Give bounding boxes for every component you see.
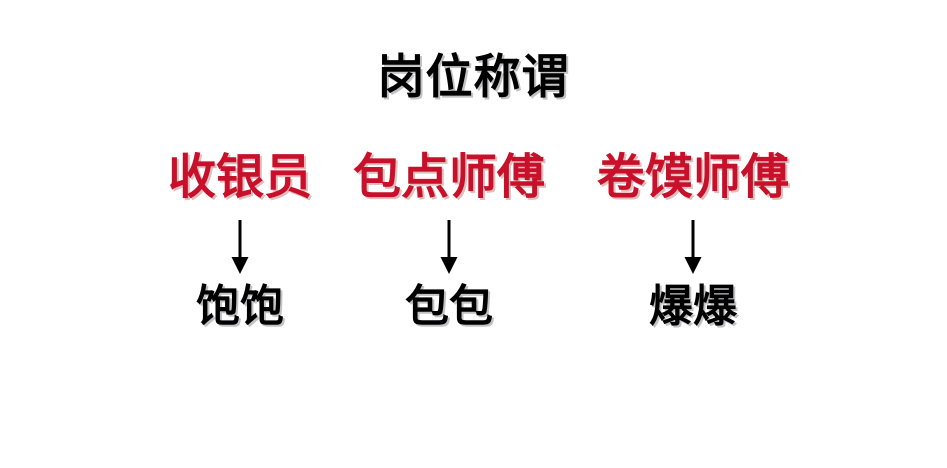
arrow-container-0 xyxy=(110,210,370,282)
role-label-2: 卷馍师傅 xyxy=(596,149,789,205)
down-arrow-icon xyxy=(231,220,249,274)
role-column-1: 包点师傅 包包 xyxy=(319,149,579,333)
nickname-label-1: 包包 xyxy=(405,281,493,332)
role-label-0: 收银员 xyxy=(167,149,312,205)
nickname-label-2: 爆爆 xyxy=(649,281,737,332)
page-title: 岗位称谓 xyxy=(377,50,570,105)
down-arrow-icon xyxy=(684,220,702,274)
arrow-container-1 xyxy=(319,210,579,282)
down-arrow-icon xyxy=(440,220,458,274)
role-column-2: 卷馍师傅 爆爆 xyxy=(563,149,823,333)
arrow-container-2 xyxy=(563,210,823,282)
role-column-0: 收银员 饱饱 xyxy=(110,149,370,333)
nickname-label-0: 饱饱 xyxy=(196,281,284,332)
role-columns: 收银员 饱饱 包点师傅 包包 卷馍师傅 xyxy=(0,149,947,380)
role-label-1: 包点师傅 xyxy=(352,149,545,205)
